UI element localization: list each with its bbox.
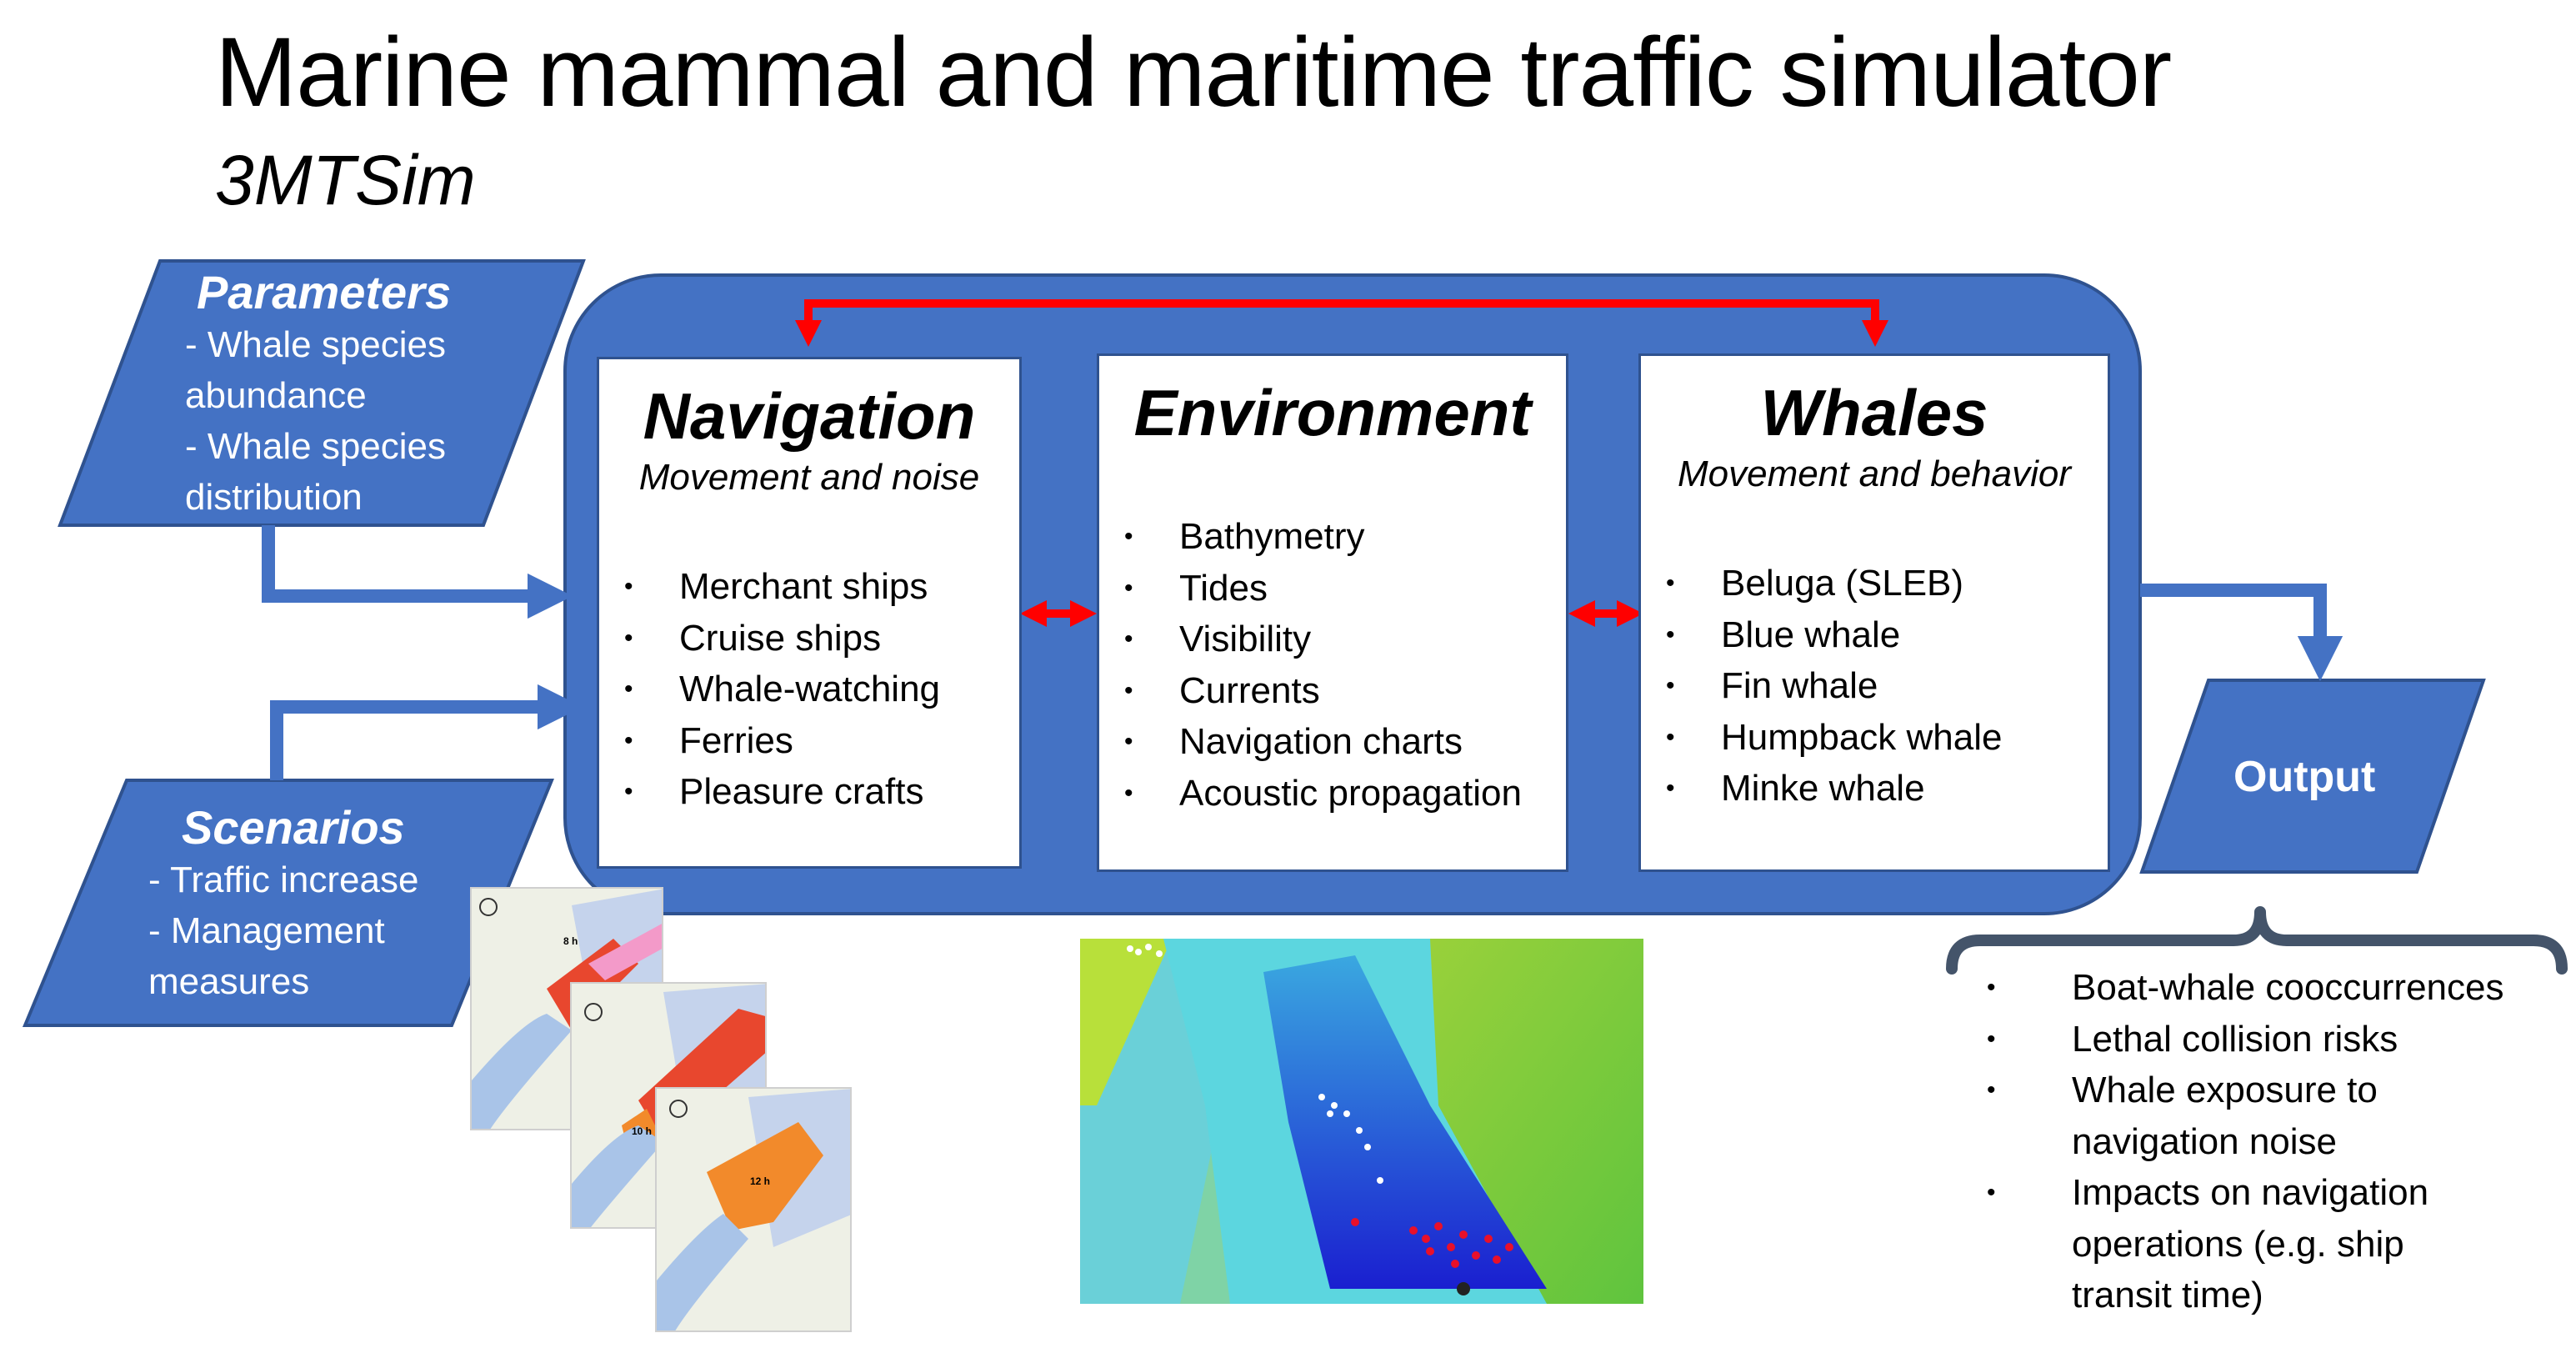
list-item: •Whale exposure to [1987,1070,2378,1110]
navigation-subtitle: Movement and noise [638,456,980,498]
parameters-heading: Parameters [197,266,452,318]
scenarios-arrow [270,684,583,780]
whales-title: Whales [1760,376,1988,449]
whales-panel: Whales Movement and behavior •Beluga (SL… [1638,353,2110,872]
feedback-red-arrow-top [794,299,1889,348]
list-item: •Minke whale [1666,768,1925,809]
list-item: •Pleasure crafts [624,771,924,812]
scenarios-line: measures [148,961,310,1002]
environment-title: Environment [1133,376,1532,449]
list-item: •Humpback whale [1666,716,2003,758]
list-item: •Whale-watching [624,669,941,709]
page-title: Marine mammal and maritime traffic simul… [215,18,2172,128]
parameters-line: - Whale species [185,426,447,467]
list-item: •Bathymetry [1124,516,1365,557]
scenario-time-label: 12 h [750,1175,771,1187]
scenarios-line: - Traffic increase [148,859,419,900]
parameters-line: - Whale species [185,324,447,365]
parameters-line: abundance [185,375,367,416]
parameters-input-shape [58,259,586,527]
navigation-list: •Merchant ships •Cruise ships •Whale-wat… [624,561,941,818]
list-item: transit time) [2072,1275,2263,1315]
whales-subtitle: Movement and behavior [1677,453,2072,494]
list-item: •Cruise ships [624,617,882,659]
list-item: •Lethal collision risks [1987,1018,2398,1060]
list-item: •Fin whale [1666,665,1878,706]
environment-list: •Bathymetry •Tides •Visibility •Currents… [1124,511,1522,819]
output-shape [2139,679,2486,874]
list-item: •Navigation charts [1124,721,1463,762]
whales-list: •Beluga (SLEB) •Blue whale •Fin whale •H… [1666,558,2003,814]
scenario-time-label: 8 h [563,935,578,947]
scenarios-heading: Scenarios [182,801,405,854]
output-brace [1946,906,2568,975]
navigation-title: Navigation [643,379,976,453]
list-item: •Visibility [1124,619,1312,659]
list-item: •Acoustic propagation [1124,772,1522,814]
simulation-render-image [1080,939,1643,1304]
parameters-text: Parameters - Whale species abundance - W… [185,265,451,523]
scenarios-input-shape [23,779,554,1027]
parameters-line: distribution [185,477,363,518]
navigation-panel: Navigation Movement and noise •Merchant … [597,357,1022,869]
list-item: navigation noise [2072,1120,2338,1162]
page-subtitle: 3MTSim [215,141,476,219]
list-item: •Currents [1124,669,1320,711]
environment-panel: Environment •Bathymetry •Tides •Visibili… [1097,353,1568,872]
list-item: •Tides [1124,567,1268,609]
output-arrow [2140,584,2343,682]
parameters-arrow [262,525,573,619]
list-item: operations (e.g. ship [2072,1223,2404,1265]
list-item: •Boat-whale cooccurrences [1987,967,2504,1008]
list-item: •Ferries [624,719,793,761]
output-list: •Boat-whale cooccurrences •Lethal collis… [1987,962,2504,1321]
output-label: Output [2233,753,2376,801]
list-item: •Beluga (SLEB) [1666,563,1964,604]
list-item: •Merchant ships [624,566,928,607]
scenarios-text: Scenarios - Traffic increase - Managemen… [148,800,418,1007]
scenario-map-thumbnail: 12 h [655,1087,852,1332]
list-item: •Impacts on navigation [1987,1172,2429,1213]
scenarios-line: - Management [148,910,385,951]
scenario-time-label: 10 h [632,1125,653,1137]
list-item: •Blue whale [1666,614,1901,655]
